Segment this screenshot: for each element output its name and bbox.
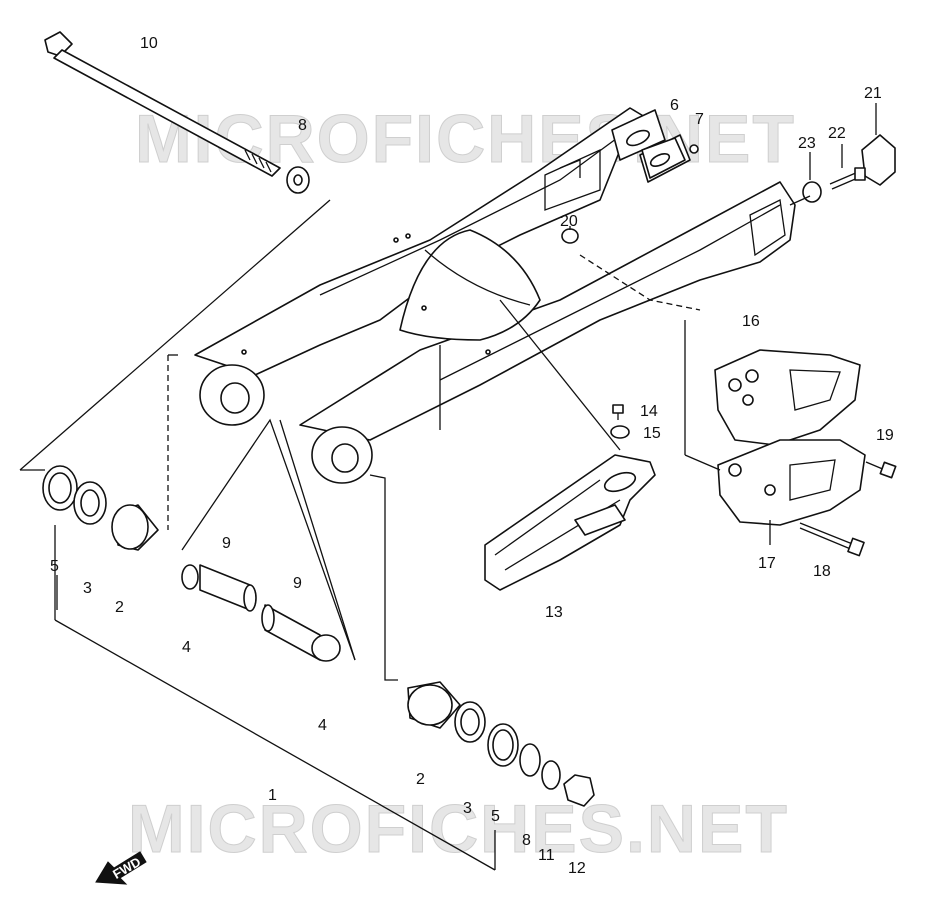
adjuster-block-21 [861, 134, 896, 186]
callout-15: 15 [643, 425, 661, 442]
washer-8-right [519, 743, 541, 777]
callout-12: 12 [568, 860, 586, 877]
collar-4-left [181, 564, 199, 590]
callout-8: 8 [298, 117, 307, 134]
callout-3: 3 [463, 800, 472, 817]
nut-23 [802, 181, 822, 203]
callout-17: 17 [758, 555, 776, 572]
callout-4: 4 [318, 717, 327, 734]
chain-slider [484, 454, 656, 591]
callouts: 1 2 2 3 3 4 4 5 5 6 7 8 8 9 9 10 11 12 1… [50, 35, 894, 877]
callout-5: 5 [491, 808, 500, 825]
callout-22: 22 [828, 125, 846, 142]
callout-9: 9 [222, 535, 231, 552]
callout-16: 16 [742, 313, 760, 330]
callout-8: 8 [522, 832, 531, 849]
watermark-bottom: MICROFICHES.NET [128, 791, 789, 867]
callout-4: 4 [182, 639, 191, 656]
callout-7: 7 [695, 111, 704, 128]
bolt-22 [829, 167, 866, 190]
callout-14: 14 [640, 403, 658, 420]
callout-1: 1 [268, 787, 277, 804]
callout-9: 9 [293, 575, 302, 592]
callout-19: 19 [876, 427, 894, 444]
swingarm [194, 107, 796, 484]
watermark-top: MICROFICHES.NET [135, 101, 796, 177]
washer-15 [610, 425, 630, 439]
bolt-18 [799, 522, 865, 557]
screw-7 [689, 144, 699, 154]
callout-5: 5 [50, 558, 59, 575]
pivot-axle [44, 31, 281, 177]
fwd-arrow-icon: FWD [95, 851, 147, 885]
callout-3: 3 [83, 580, 92, 597]
callout-2: 2 [416, 771, 425, 788]
nut-12 [563, 774, 595, 807]
callout-11: 11 [538, 847, 555, 864]
bolt-19 [865, 461, 897, 479]
sleeve-9-a [199, 564, 251, 611]
chain-guide [714, 349, 866, 526]
bolt-14 [612, 404, 624, 414]
callout-13: 13 [545, 604, 563, 621]
callout-10: 10 [140, 35, 158, 52]
callout-18: 18 [813, 563, 831, 580]
callout-20: 20 [560, 213, 578, 230]
collar-4-right [311, 634, 341, 662]
callout-6: 6 [670, 97, 679, 114]
callout-23: 23 [798, 135, 816, 152]
washer-11 [541, 760, 561, 790]
leader-lines [19, 195, 811, 871]
callout-21: 21 [864, 85, 882, 102]
callout-2: 2 [115, 599, 124, 616]
nut-20 [561, 228, 579, 244]
